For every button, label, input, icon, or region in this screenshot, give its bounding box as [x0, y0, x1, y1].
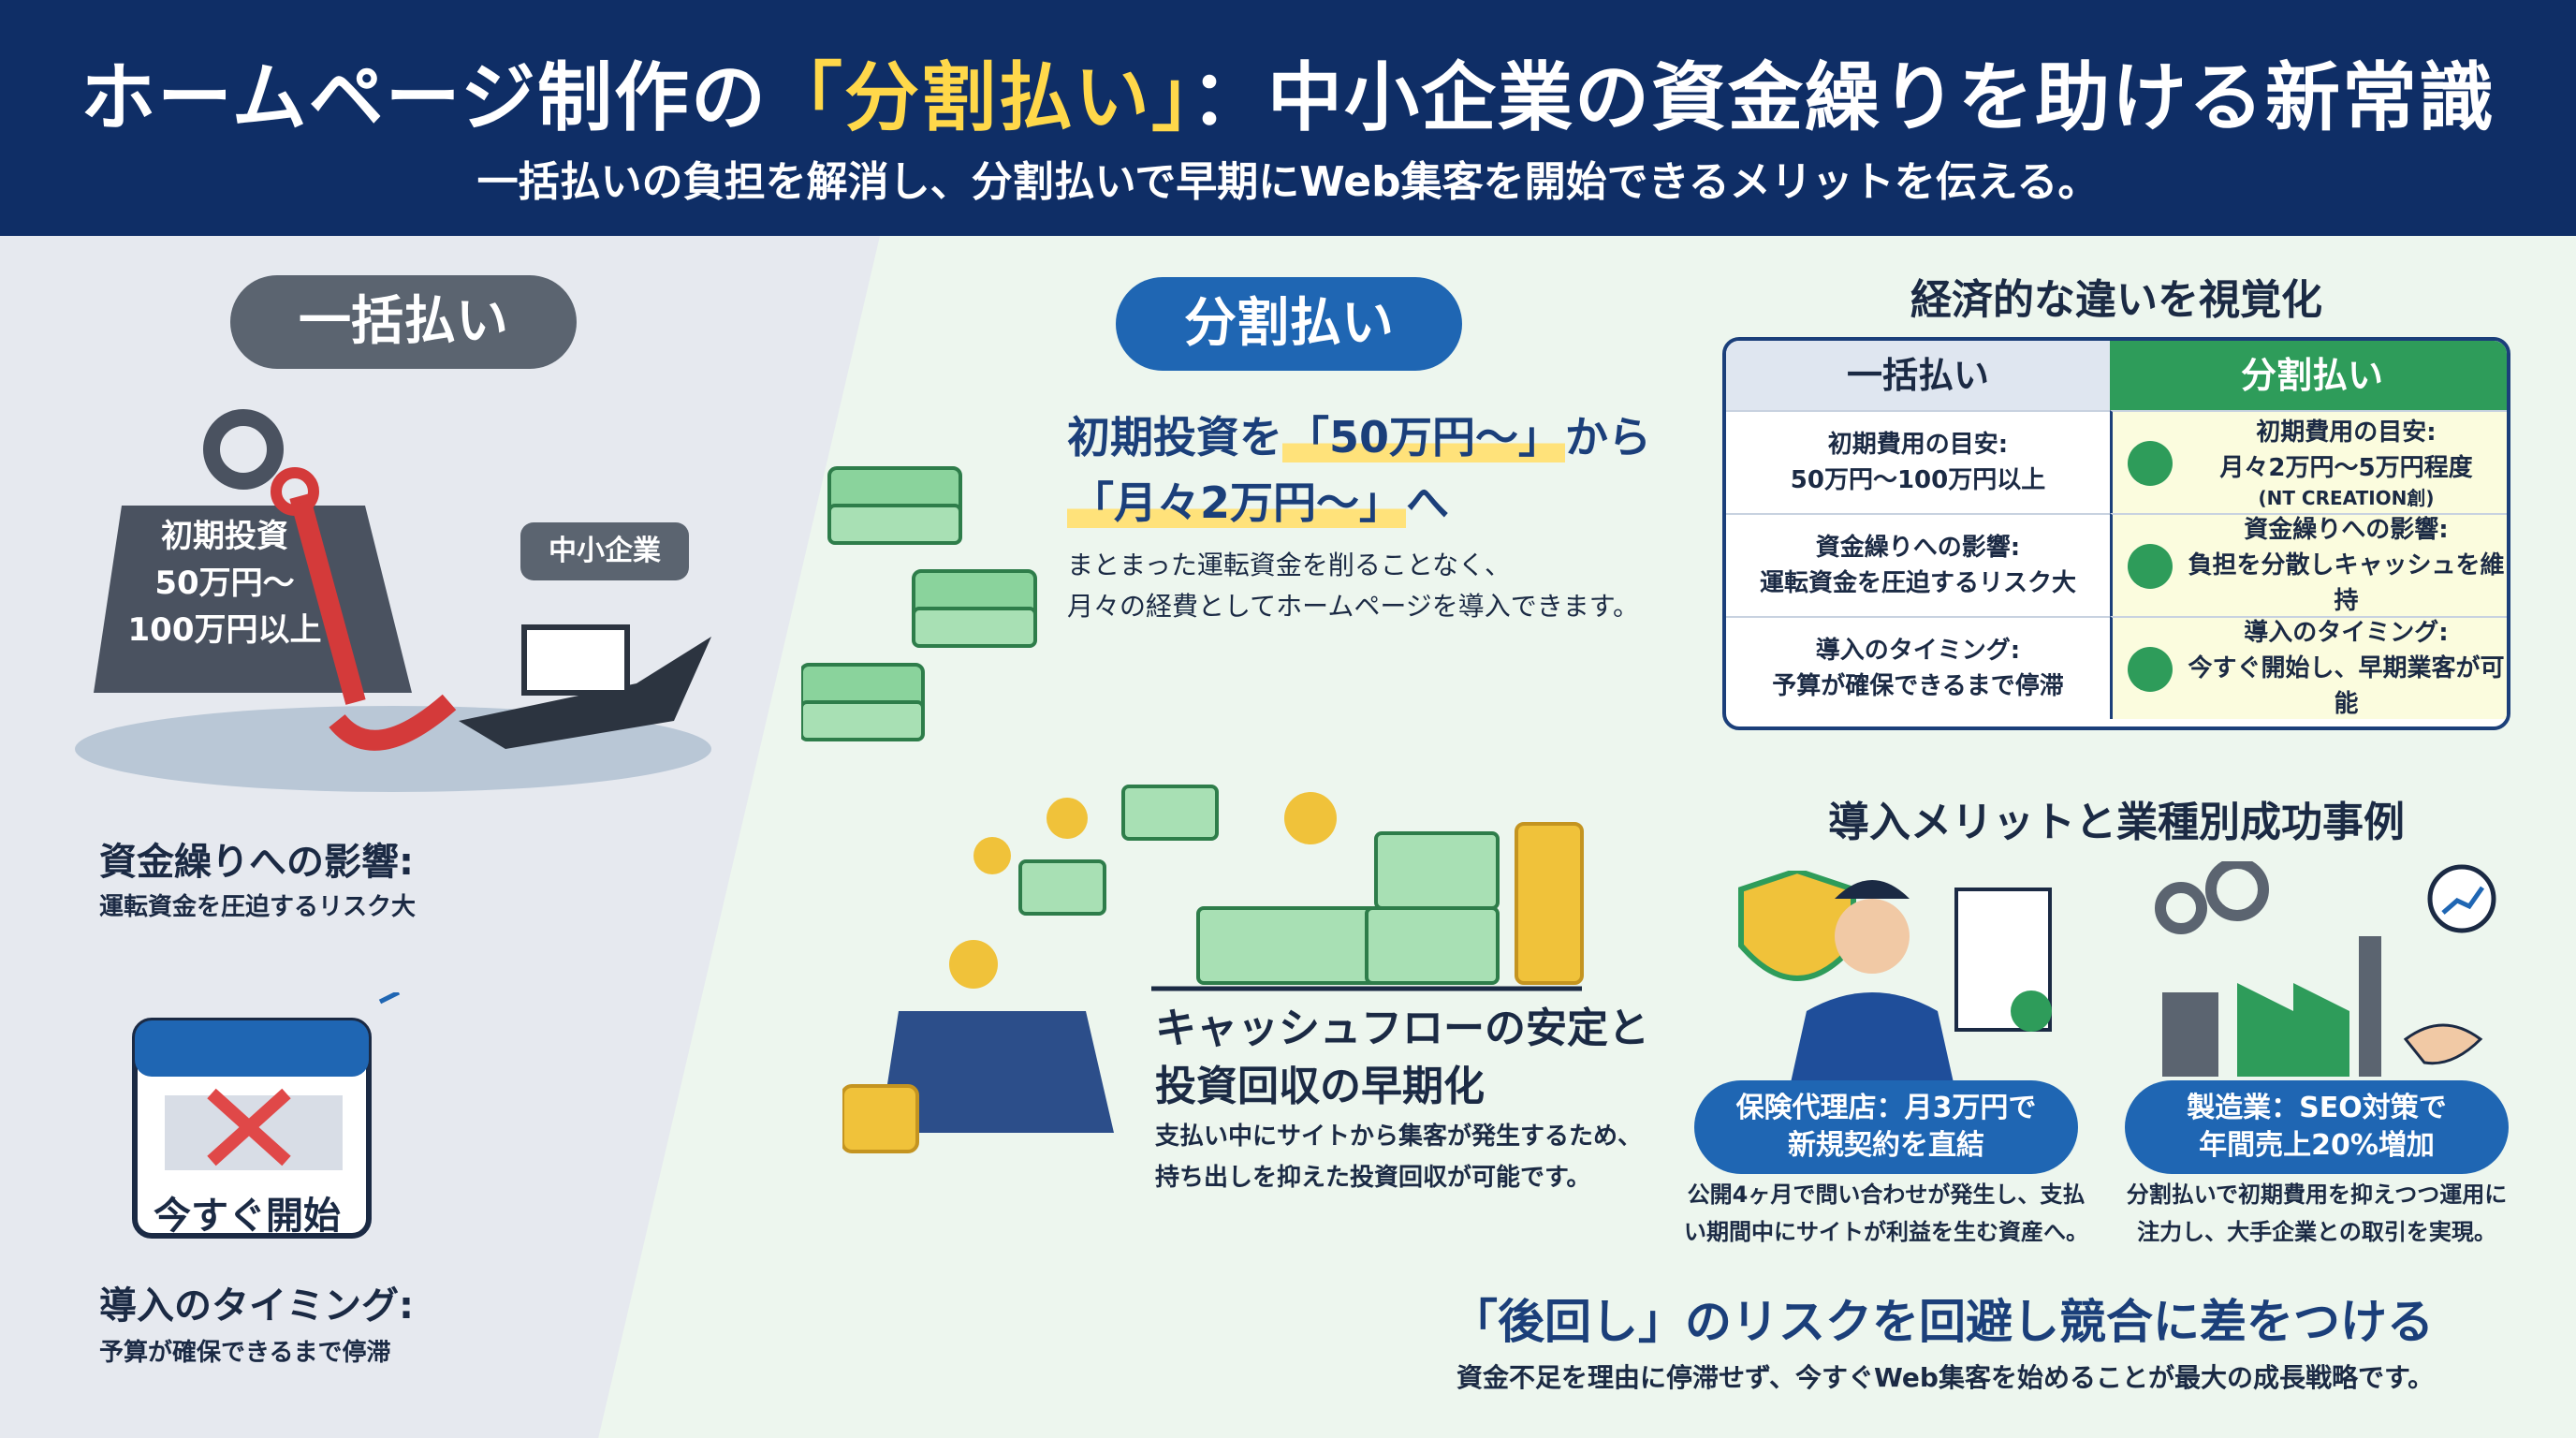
case-badge-insurance: 保険代理店：月3万円で 新規契約を直結 — [1694, 1080, 2078, 1174]
cashflow-title-line: キャッシュフローの安定と — [1155, 1005, 1649, 1052]
table-cell: 資金繰りへの影響: 負担を分散しキャッシュを維持 — [2110, 513, 2507, 616]
cases-title: 導入メリットと業種別成功事例 — [1828, 799, 2405, 846]
comparison-table: 一括払い 分割払い 初期費用の目安: 50万円〜100万円以上 初期費用の目安:… — [1722, 337, 2510, 730]
lump-sum-pill: 一括払い — [230, 275, 577, 369]
anchor-shaft — [289, 493, 366, 705]
weight-label: 初期投資 50万円〜 100万円以上 — [112, 513, 337, 653]
header-banner: ホームページ制作の「分割払い」：中小企業の資金繰りを助ける新常識 一括払いの負担… — [0, 0, 2576, 236]
badge-line: 製造業：SEO対策で — [2187, 1092, 2447, 1124]
cashflow-desc-line: 持ち出しを抑えた投資回収が可能です。 — [1155, 1164, 1591, 1192]
boat-cabin — [521, 624, 630, 696]
table-cell: 導入のタイミング: 予算が確保できるまで停滞 — [1726, 616, 2110, 719]
title-part-2: ：中小企業の資金繰りを助ける新常識 — [1191, 54, 2496, 141]
insurance-agent-illustration — [1738, 871, 2052, 1095]
headline-highlight: 「50万円〜」 — [1282, 412, 1566, 462]
cell-value: 運転資金を圧迫するリスク大 — [1759, 569, 2076, 597]
check-icon — [2128, 441, 2173, 486]
badge-line: 保険代理店：月3万円で — [1735, 1092, 2037, 1124]
table-cell: 初期費用の目安: 月々2万円〜5万円程度 (NT CREATION創) — [2110, 410, 2507, 513]
weight-ring — [203, 409, 284, 490]
cell-label: 導入のタイミング: — [2244, 619, 2449, 647]
calendar-icon — [132, 992, 401, 1239]
cell-value: 月々2万円〜5万円程度 — [2219, 454, 2473, 482]
anchor-weight-illustration — [75, 409, 711, 792]
check-icon — [2128, 647, 2173, 692]
installment-desc: まとまった運転資金を削ることなく、 月々の経費としてホームページを導入できます。 — [1067, 545, 1639, 627]
cell-value: 今すぐ開始し、早期業客が可能 — [2188, 654, 2505, 718]
cell-label: 導入のタイミング: — [1815, 637, 2021, 665]
cashflow-title: キャッシュフローの安定と 投資回収の早期化 — [1155, 1000, 1649, 1116]
cell-note: (NT CREATION創) — [2258, 487, 2435, 509]
case-desc-manufacturing: 分割払いで初期費用を抑えつつ運用に 注力し、大手企業との取引を実現。 — [2106, 1176, 2527, 1251]
case-badge-manufacturing: 製造業：SEO対策で 年間売上20%増加 — [2125, 1080, 2509, 1174]
desc-line: 注力し、大手企業との取引を実現。 — [2137, 1219, 2496, 1245]
cell-value: 50万円〜100万円以上 — [1790, 466, 2046, 494]
cashflow-desc: 支払い中にサイトから集客が発生するため、 持ち出しを抑えた投資回収が可能です。 — [1155, 1116, 1642, 1198]
page-subtitle: 一括払いの負担を解消し、分割払いで早期にWeb集客を開始できるメリットを伝える。 — [476, 158, 2100, 206]
boat-hull — [459, 637, 711, 749]
cashflow-title-line: 投資回収の早期化 — [1155, 1063, 1485, 1110]
headline-text: から — [1565, 412, 1652, 462]
table-header-lump: 一括払い — [1726, 341, 2110, 410]
sme-label: 中小企業 — [520, 522, 689, 580]
case-desc-insurance: 公開4ヶ月で問い合わせが発生し、支払 い期間中にサイトが利益を生む資産へ。 — [1676, 1176, 2097, 1251]
headline-text: へ — [1406, 477, 1450, 528]
badge-line: 年間売上20%増加 — [2199, 1129, 2435, 1162]
cell-value: 負担を分散しキャッシュを維持 — [2188, 551, 2505, 615]
headline-highlight: 「月々2万円〜」 — [1067, 477, 1407, 528]
comparison-title: 経済的な違いを視覚化 — [1910, 276, 2322, 324]
badge-line: 新規契約を直結 — [1788, 1129, 1984, 1162]
anchor-ring — [271, 467, 319, 516]
cashflow-desc-line: 支払い中にサイトから集客が発生するため、 — [1155, 1123, 1643, 1151]
desc-line: 分割払いで初期費用を抑えつつ運用に — [2126, 1181, 2508, 1208]
desc-line: まとまった運転資金を削ることなく、 — [1067, 550, 1512, 580]
closing-text: 資金不足を理由に停滞せず、今すぐWeb集客を始めることが最大の成長戦略です。 — [1456, 1362, 2435, 1393]
money-stack-illustration — [801, 466, 1037, 741]
cell-label: 資金繰りへの影響: — [1815, 534, 2021, 562]
installment-headline: 初期投資を「50万円〜」から 「月々2万円〜」へ — [1067, 404, 1651, 536]
weight-line: 初期投資 — [161, 518, 288, 555]
title-part-1: ホームページ制作の — [80, 54, 768, 141]
page-title: ホームページ制作の「分割払い」：中小企業の資金繰りを助ける新常識 — [0, 37, 2576, 146]
desc-line: 公開4ヶ月で問い合わせが発生し、支払 — [1687, 1181, 2086, 1208]
calendar-start-now: 今すぐ開始 — [154, 1195, 341, 1238]
cashflow-illustration — [842, 785, 1584, 1153]
installment-pill: 分割払い — [1116, 277, 1462, 371]
headline-text: 初期投資を — [1067, 412, 1282, 462]
table-cell: 導入のタイミング: 今すぐ開始し、早期業客が可能 — [2110, 616, 2507, 719]
lump-impact-title: 資金繰りへの影響: — [99, 841, 414, 884]
lump-timing-text: 予算が確保できるまで停滞 — [99, 1339, 391, 1367]
cell-label: 初期費用の目安: — [1827, 431, 2009, 459]
factory-illustration — [2155, 861, 2496, 1077]
cell-value: 予算が確保できるまで停滞 — [1772, 672, 2064, 700]
lump-impact-text: 運転資金を圧迫するリスク大 — [99, 893, 417, 921]
closing-headline: 「後回し」のリスクを回避し競合に差をつける — [1451, 1295, 2434, 1349]
title-highlight: 「分割払い」 — [768, 54, 1191, 141]
table-cell: 資金繰りへの影響: 運転資金を圧迫するリスク大 — [1726, 513, 2110, 616]
cell-label: 初期費用の目安: — [2256, 418, 2437, 447]
table-header-installment: 分割払い — [2110, 341, 2507, 410]
lump-timing-title: 導入のタイミング: — [99, 1284, 414, 1328]
table-cell: 初期費用の目安: 50万円〜100万円以上 — [1726, 410, 2110, 513]
weight-line: 100万円以上 — [127, 611, 322, 649]
check-icon — [2128, 544, 2173, 589]
weight-line: 50万円〜 — [154, 565, 295, 602]
cell-label: 資金繰りへの影響: — [2244, 516, 2449, 544]
desc-line: い期間中にサイトが利益を生む資産へ。 — [1684, 1219, 2088, 1245]
desc-line: 月々の経費としてホームページを導入できます。 — [1067, 591, 1639, 622]
anchor-arm — [329, 694, 457, 751]
